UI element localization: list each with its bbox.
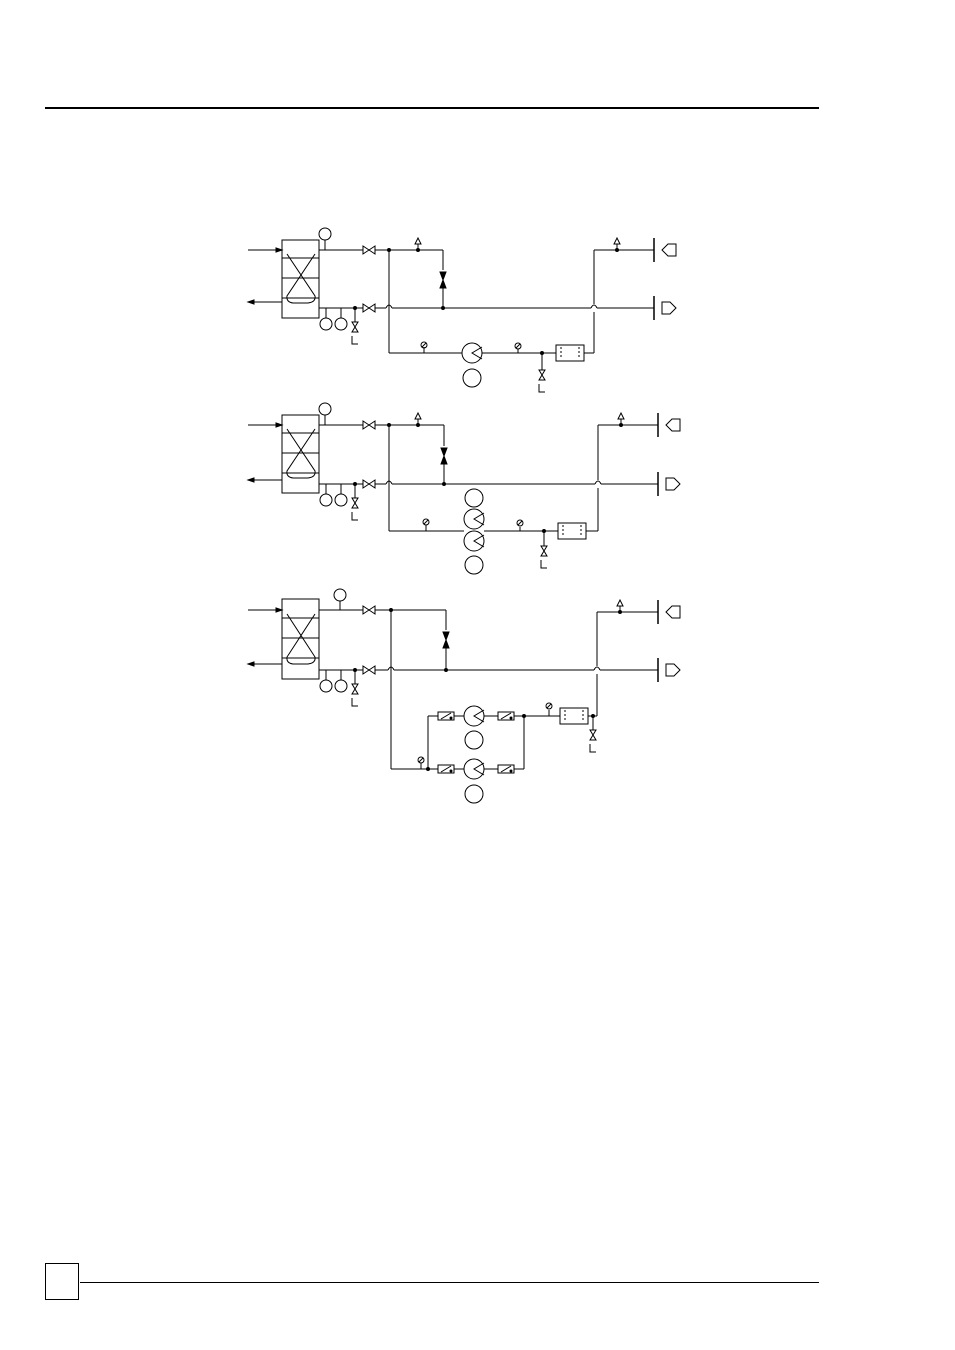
check-valve-icon bbox=[438, 765, 454, 773]
gate-valve-icon bbox=[363, 421, 375, 429]
air-vent-icon bbox=[415, 413, 421, 419]
bypass-valve-icon bbox=[441, 448, 447, 464]
motor-icon bbox=[463, 369, 481, 387]
gate-valve-icon bbox=[363, 480, 375, 488]
gate-valve-icon bbox=[363, 666, 375, 674]
sensor-icon bbox=[319, 228, 331, 240]
drain-valve-icon bbox=[352, 322, 358, 344]
flow-in-arrow-icon bbox=[662, 244, 676, 256]
check-valve-icon bbox=[498, 765, 514, 773]
drain-valve-icon bbox=[352, 498, 358, 520]
gate-valve-icon bbox=[363, 246, 375, 254]
pump-icon bbox=[462, 343, 482, 363]
flow-out-arrow-icon bbox=[666, 478, 680, 490]
sensor-icon bbox=[320, 680, 332, 692]
sensor-icon bbox=[335, 494, 347, 506]
drain-valve-icon bbox=[590, 730, 596, 752]
single-pump-circuit bbox=[248, 228, 676, 392]
sensor-icon bbox=[334, 589, 346, 601]
twin-pump-circuit bbox=[248, 403, 680, 574]
heat-exchanger-icon bbox=[282, 415, 319, 493]
filter-icon bbox=[556, 345, 584, 361]
heat-exchanger-icon bbox=[282, 599, 319, 679]
flow-in-arrow-icon bbox=[666, 606, 680, 618]
flow-in-arrow-icon bbox=[666, 419, 680, 431]
heat-exchanger-icon bbox=[282, 240, 319, 318]
sensor-icon bbox=[320, 318, 332, 330]
pump-icon bbox=[464, 706, 484, 726]
bypass-valve-icon bbox=[443, 632, 449, 648]
motor-icon bbox=[465, 785, 483, 803]
air-vent-icon bbox=[617, 600, 623, 606]
flow-out-arrow-icon bbox=[666, 664, 680, 676]
drain-valve-icon bbox=[539, 370, 545, 392]
motor-icon bbox=[465, 489, 483, 507]
drain-valve-icon bbox=[541, 546, 547, 568]
check-valve-icon bbox=[498, 712, 514, 720]
air-vent-icon bbox=[415, 238, 421, 244]
motor-icon bbox=[465, 556, 483, 574]
parallel-pump-circuit bbox=[248, 589, 680, 803]
sensor-icon bbox=[335, 680, 347, 692]
pump-icon bbox=[464, 759, 484, 779]
filter-icon bbox=[560, 708, 588, 724]
air-vent-icon bbox=[618, 413, 624, 419]
drain-valve-icon bbox=[352, 684, 358, 706]
motor-icon bbox=[465, 731, 483, 749]
pump-icon bbox=[464, 509, 484, 529]
bypass-valve-icon bbox=[440, 272, 446, 288]
gate-valve-icon bbox=[363, 606, 375, 614]
flow-out-arrow-icon bbox=[662, 302, 676, 314]
filter-icon bbox=[558, 523, 586, 539]
sensor-icon bbox=[335, 318, 347, 330]
gate-valve-icon bbox=[363, 304, 375, 312]
sensor-icon bbox=[320, 494, 332, 506]
check-valve-icon bbox=[438, 712, 454, 720]
pump-icon bbox=[464, 531, 484, 551]
sensor-icon bbox=[319, 403, 331, 415]
air-vent-icon bbox=[614, 238, 620, 244]
